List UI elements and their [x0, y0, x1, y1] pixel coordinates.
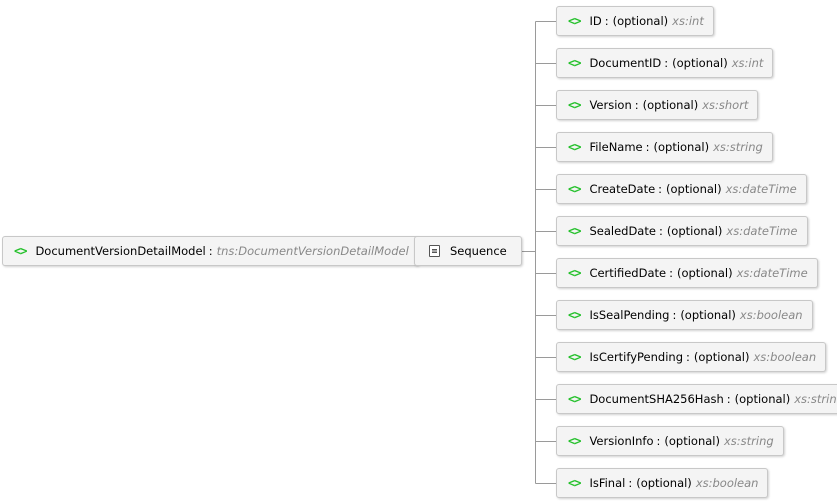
element-type: xs:string	[713, 140, 763, 154]
element-icon: <>	[568, 308, 581, 322]
colon-separator: :	[645, 140, 650, 154]
element-optional: (optional)	[680, 308, 736, 322]
element-name: IsCertifyPending	[589, 350, 683, 364]
element-optional: (optional)	[642, 98, 699, 112]
element-optional: (optional)	[693, 350, 750, 364]
sequence-node[interactable]: Sequence	[414, 236, 522, 266]
element-icon: <>	[568, 140, 581, 154]
element-name: CreateDate	[589, 182, 656, 196]
element-node-versioninfo[interactable]: <> VersionInfo:(optional)xs:string	[556, 426, 784, 456]
element-type: xs:dateTime	[725, 182, 797, 196]
element-node-version[interactable]: <> Version:(optional)xs:short	[556, 90, 759, 120]
colon-separator: :	[658, 224, 663, 238]
element-icon: <>	[568, 434, 581, 448]
colon-separator: :	[658, 182, 663, 196]
element-name: ID	[589, 14, 602, 28]
element-type: xs:string	[794, 392, 837, 406]
element-type: xs:short	[702, 98, 749, 112]
element-name: Version	[589, 98, 632, 112]
root-element-node[interactable]: <> DocumentVersionDetailModel : tns:Docu…	[2, 236, 419, 266]
element-name: CertifiedDate	[589, 266, 667, 280]
element-icon: <>	[568, 350, 581, 364]
element-node-certifieddate[interactable]: <> CertifiedDate:(optional)xs:dateTime	[556, 258, 818, 288]
element-icon: <>	[568, 56, 581, 70]
element-node-isfinal[interactable]: <> IsFinal:(optional)xs:boolean	[556, 468, 769, 498]
element-node-id[interactable]: <> ID:(optional)xs:int	[556, 6, 714, 36]
colon-separator: :	[726, 392, 731, 406]
element-name: IsFinal	[589, 476, 626, 490]
element-type: xs:boolean	[739, 308, 803, 322]
element-icon: <>	[568, 98, 581, 112]
element-optional: (optional)	[676, 266, 733, 280]
element-node-iscertifypending[interactable]: <> IsCertifyPending:(optional)xs:boolean	[556, 342, 827, 372]
root-element-name: DocumentVersionDetailModel	[35, 244, 206, 258]
element-name: FileName	[589, 140, 643, 154]
element-type: xs:int	[731, 56, 764, 70]
element-optional: (optional)	[664, 434, 720, 448]
element-type: xs:dateTime	[726, 224, 798, 238]
element-icon: <>	[14, 244, 27, 258]
element-node-filename[interactable]: <> FileName:(optional)xs:string	[556, 132, 773, 162]
element-optional: (optional)	[636, 476, 692, 490]
element-icon: <>	[568, 266, 581, 280]
element-name: DocumentSHA256Hash	[589, 392, 724, 406]
element-name: IsSealPending	[589, 308, 670, 322]
element-optional: (optional)	[734, 392, 791, 406]
element-icon: <>	[568, 182, 581, 196]
element-optional: (optional)	[653, 140, 710, 154]
colon-separator: :	[672, 308, 677, 322]
sequence-label: Sequence	[450, 244, 507, 258]
element-node-createdate[interactable]: <> CreateDate:(optional)xs:dateTime	[556, 174, 807, 204]
element-icon: <>	[568, 392, 581, 406]
element-type: xs:boolean	[753, 350, 817, 364]
element-name: VersionInfo	[589, 434, 654, 448]
element-name: DocumentID	[589, 56, 662, 70]
element-icon: <>	[568, 14, 581, 28]
colon-separator: :	[208, 244, 213, 258]
element-type: xs:boolean	[695, 476, 759, 490]
element-optional: (optional)	[612, 14, 669, 28]
element-node-sealeddate[interactable]: <> SealedDate:(optional)xs:dateTime	[556, 216, 808, 246]
element-node-issealpending[interactable]: <> IsSealPending:(optional)xs:boolean	[556, 300, 813, 330]
element-type: xs:string	[723, 434, 774, 448]
colon-separator: :	[669, 266, 673, 280]
colon-separator: :	[686, 350, 690, 364]
colon-separator: :	[634, 98, 639, 112]
element-optional: (optional)	[666, 224, 723, 238]
element-node-documentid[interactable]: <> DocumentID:(optional)xs:int	[556, 48, 774, 78]
element-icon: <>	[568, 476, 581, 490]
element-optional: (optional)	[666, 182, 722, 196]
colon-separator: :	[604, 14, 609, 28]
colon-separator: :	[664, 56, 669, 70]
root-element-type: tns:DocumentVersionDetailModel	[216, 244, 409, 258]
colon-separator: :	[628, 476, 633, 490]
element-type: xs:dateTime	[736, 266, 808, 280]
element-optional: (optional)	[672, 56, 728, 70]
element-name: SealedDate	[589, 224, 656, 238]
sequence-icon	[429, 245, 440, 257]
element-icon: <>	[568, 224, 581, 238]
colon-separator: :	[656, 434, 661, 448]
element-type: xs:int	[672, 14, 704, 28]
element-node-documentsha256hash[interactable]: <> DocumentSHA256Hash:(optional)xs:string	[556, 384, 837, 414]
